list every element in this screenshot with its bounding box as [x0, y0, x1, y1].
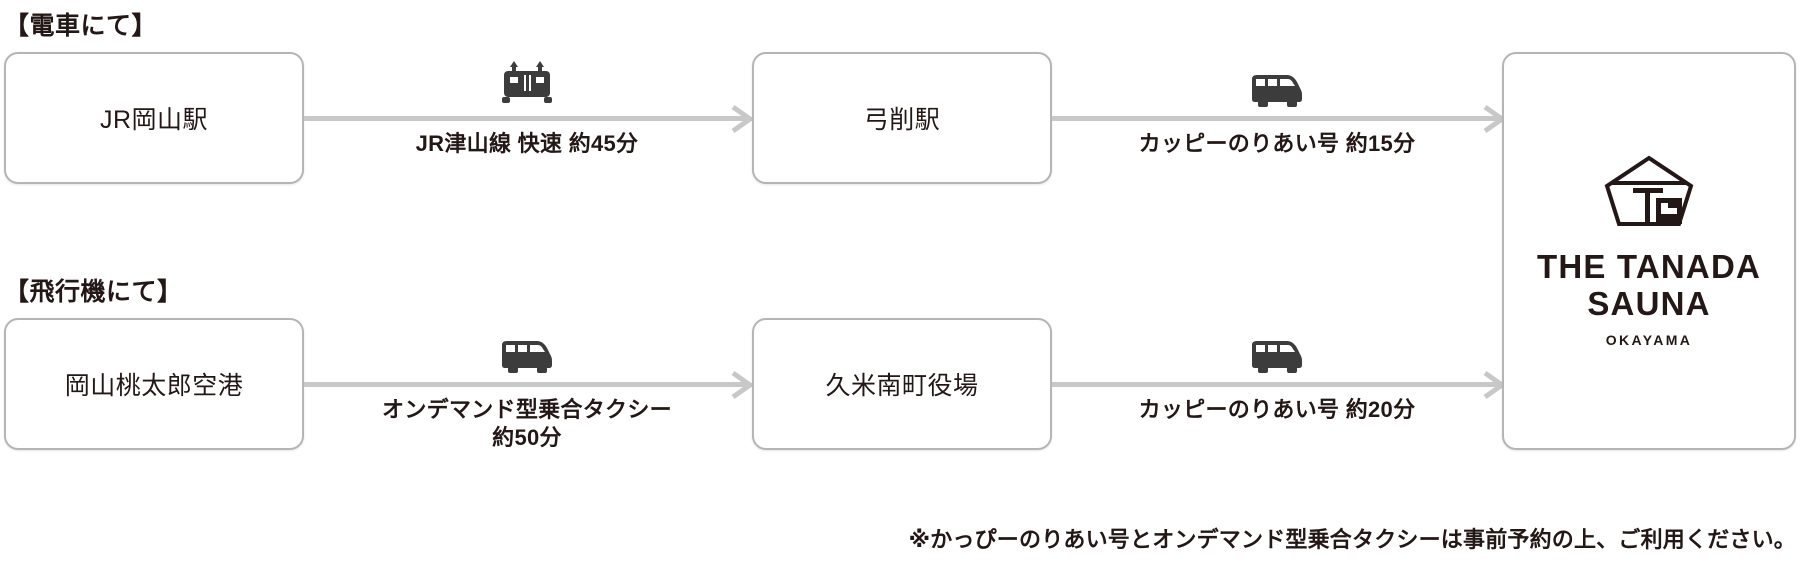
connector-plane-segment-2: カッピーのりあい号 約20分: [1052, 341, 1507, 422]
bus-icon: [304, 335, 750, 375]
connector-label: カッピーのりあい号 約20分: [1138, 397, 1416, 422]
bus-icon: [1052, 335, 1502, 375]
node-jr-okayama-station: JR岡山駅: [4, 52, 304, 184]
connector-label: カッピーのりあい号 約15分: [1138, 131, 1416, 156]
connector-label: オンデマンド型乗合タクシー 約50分: [382, 397, 672, 450]
destination-name-line1: THE TANADA: [1536, 247, 1762, 285]
connector-train-segment-1: JR津山線 快速 約45分: [304, 61, 755, 156]
node-yuge-station: 弓削駅: [752, 52, 1052, 184]
destination-name-line2: SAUNA: [1587, 284, 1711, 322]
connector-line: [304, 116, 750, 121]
node-label: 久米南町役場: [825, 372, 979, 400]
connector-line: [1052, 382, 1502, 387]
footer-reservation-note: ※かっぴーのりあい号とオンデマンド型乗合タクシーは事前予約の上、ご利用ください。: [908, 527, 1796, 552]
node-kumenan-town-hall: 久米南町役場: [752, 318, 1052, 450]
connector-line: [304, 382, 750, 387]
node-label: 岡山桃太郎空港: [64, 372, 244, 400]
destination-card-the-tanada-sauna: THE TANADA SAUNA OKAYAMA: [1502, 52, 1796, 450]
tanada-house-mark-icon: [1601, 154, 1697, 235]
connector-line: [1052, 116, 1502, 121]
train-icon: [304, 61, 750, 109]
bus-icon: [1052, 69, 1502, 109]
section-heading-train: 【電車にて】: [4, 12, 158, 40]
node-label: JR岡山駅: [99, 106, 209, 134]
node-label: 弓削駅: [863, 106, 941, 134]
node-okayama-momotaro-airport: 岡山桃太郎空港: [4, 318, 304, 450]
connector-plane-segment-1: オンデマンド型乗合タクシー 約50分: [304, 341, 755, 450]
connector-train-segment-2: カッピーのりあい号 約15分: [1052, 75, 1507, 156]
destination-subtitle: OKAYAMA: [1605, 332, 1693, 349]
connector-label: JR津山線 快速 約45分: [415, 131, 639, 156]
section-heading-plane: 【飛行機にて】: [4, 278, 183, 306]
